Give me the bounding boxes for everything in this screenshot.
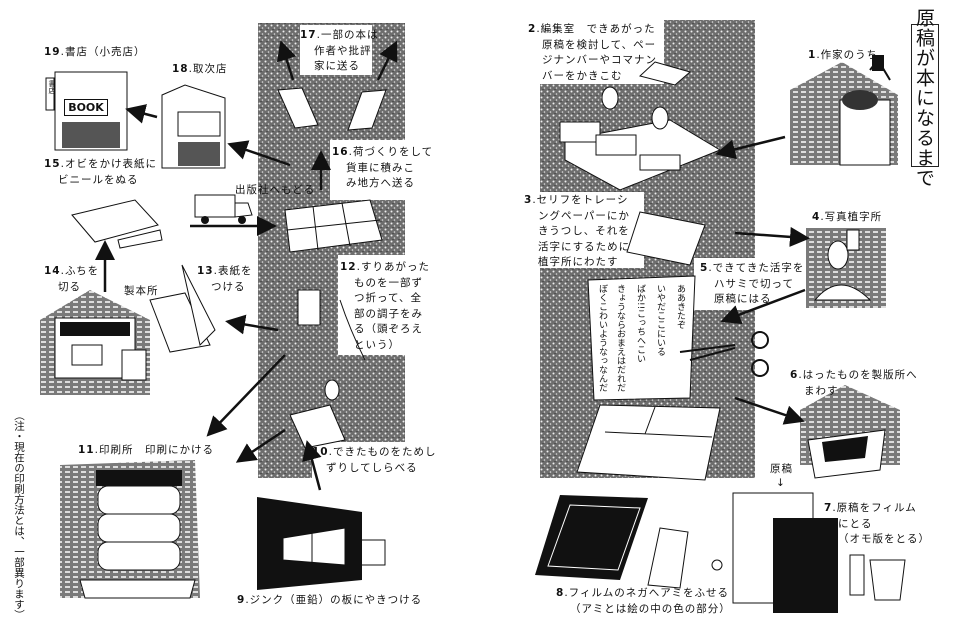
bindery-label: 製本所 [124, 285, 159, 297]
bookstore-sign: 書店 [48, 80, 56, 94]
packed-bale [284, 199, 383, 253]
typesetting-house [806, 228, 886, 308]
balloon-text: きょうならおまえはだれだ [615, 284, 625, 392]
editorial-desk [559, 61, 722, 191]
step-2-label: 2.編集室 できあがった 原稿を検討して、ページナンバーやコマナンバーをかきこむ [528, 23, 657, 82]
speech-sheet [587, 275, 696, 401]
step-12-label: 12.すりあがった ものを一部ずつ折って、全部の調子をみる（頭ぞろえという） [340, 261, 430, 351]
step-18-label: 18.取次店 [172, 63, 228, 75]
step-7-label: 7.原稿をフィルム にとる（オモ版をとる） [824, 502, 930, 545]
envelopes [277, 87, 387, 131]
step-16-label: 16.荷づくりをして 貨車に積みこみ地方へ送る [332, 146, 434, 189]
step-15-label: 15.オビをかけ表紙に ビニールをぬる [44, 158, 157, 186]
truck [194, 194, 253, 224]
step-10-label: 10.できたものをためし ずりしてしらべる [312, 446, 437, 474]
comic-page [576, 404, 721, 481]
balloon-text: ばか!!こっちへこい [635, 284, 645, 364]
printing-press [60, 460, 200, 599]
folding-worker [297, 289, 366, 361]
page-title: 原稿が本になるまで [911, 8, 939, 188]
bindery-house [40, 290, 150, 395]
distributor-building [161, 84, 226, 169]
return-to-publisher-label: 出版社へもどる [235, 184, 316, 196]
scissors [679, 331, 769, 377]
manuscript-label: 原稿 [770, 463, 793, 475]
book-sign: BOOK [64, 99, 108, 116]
platemaking-house [800, 385, 900, 479]
tracing-paper [626, 211, 706, 266]
step-14-label: 14.ふちを 切る [44, 265, 100, 293]
film-manuscript [732, 492, 906, 613]
balloon-text: ぼくこわいようなっなんだ [597, 284, 607, 392]
step-19-label: 19.書店（小売店） [44, 46, 146, 58]
left-texture-column [258, 23, 423, 478]
step-13-label: 13.表紙を つける [197, 265, 253, 293]
balloon-text: ああきたぞ [675, 284, 685, 329]
step-8-label: 8.フィルムのネガへアミをふせる （アミとは絵の中の色の部分） [556, 587, 731, 615]
step-6-label: 6.はったものを製版所へ まわす [790, 369, 918, 397]
zinc-plate-exposure [257, 497, 386, 590]
printing-note: （注・現在の印刷方法とは、一部異ります） [13, 410, 25, 620]
balloon-text: いやだここにいる [655, 284, 665, 356]
step-3-label: 3.セリフをトレーシ ングペーパーにかきうつし、それを活字にするために植字所にわ… [524, 194, 631, 268]
step-1-label: 1.作家のうち [808, 49, 879, 61]
manuscript-arrow: ↓ [776, 477, 786, 489]
cover-sheets [149, 264, 216, 353]
film-negative [535, 495, 723, 589]
writer-house [790, 55, 898, 166]
step-4-label: 4.写真植字所 [812, 211, 883, 223]
step-5-label: 5.できてきた活字を ハサミで切って原稿にはる [700, 262, 805, 305]
step-17-label: 17.一部の本は 作者や批評家に送る [300, 29, 379, 72]
proof-checker [289, 379, 346, 449]
cover-wrapping-machine [71, 199, 163, 249]
flow-arrows [95, 40, 810, 491]
step-11-label: 11.印刷所 印刷にかける [78, 444, 214, 456]
step-9-label: 9.ジンク（亜鉛）の板にやきつける [237, 594, 423, 606]
